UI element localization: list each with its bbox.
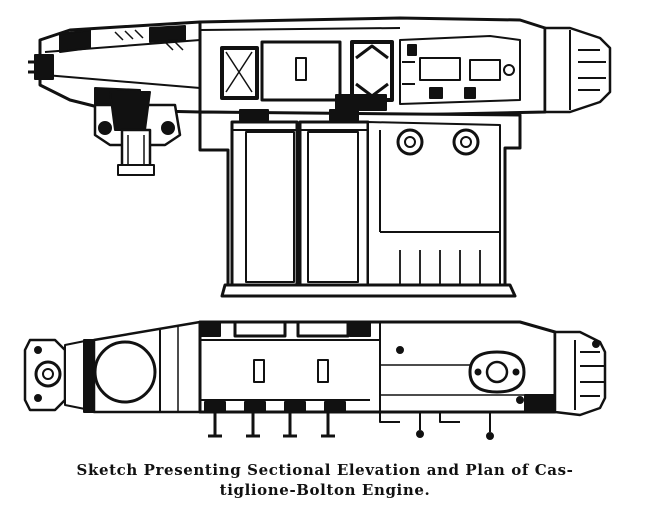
rear-flange	[543, 26, 612, 114]
plan-right-end	[553, 330, 607, 417]
nose-section	[28, 20, 202, 114]
cylinder-block	[198, 109, 522, 298]
caption-line-1: Sketch Presenting Sectional Elevation an…	[76, 461, 574, 479]
plan-taper	[92, 320, 202, 414]
upper-casing	[198, 16, 547, 117]
sectional-elevation	[28, 16, 612, 298]
plan-oval-flange	[468, 350, 526, 394]
gear-housing	[93, 91, 182, 176]
plan-view	[23, 320, 607, 440]
plan-left-end	[23, 338, 95, 413]
figure-caption: Sketch Presenting Sectional Elevation an…	[0, 460, 650, 500]
caption-line-2: tiglione-Bolton Engine.	[219, 481, 431, 499]
engine-drawing	[23, 16, 612, 440]
